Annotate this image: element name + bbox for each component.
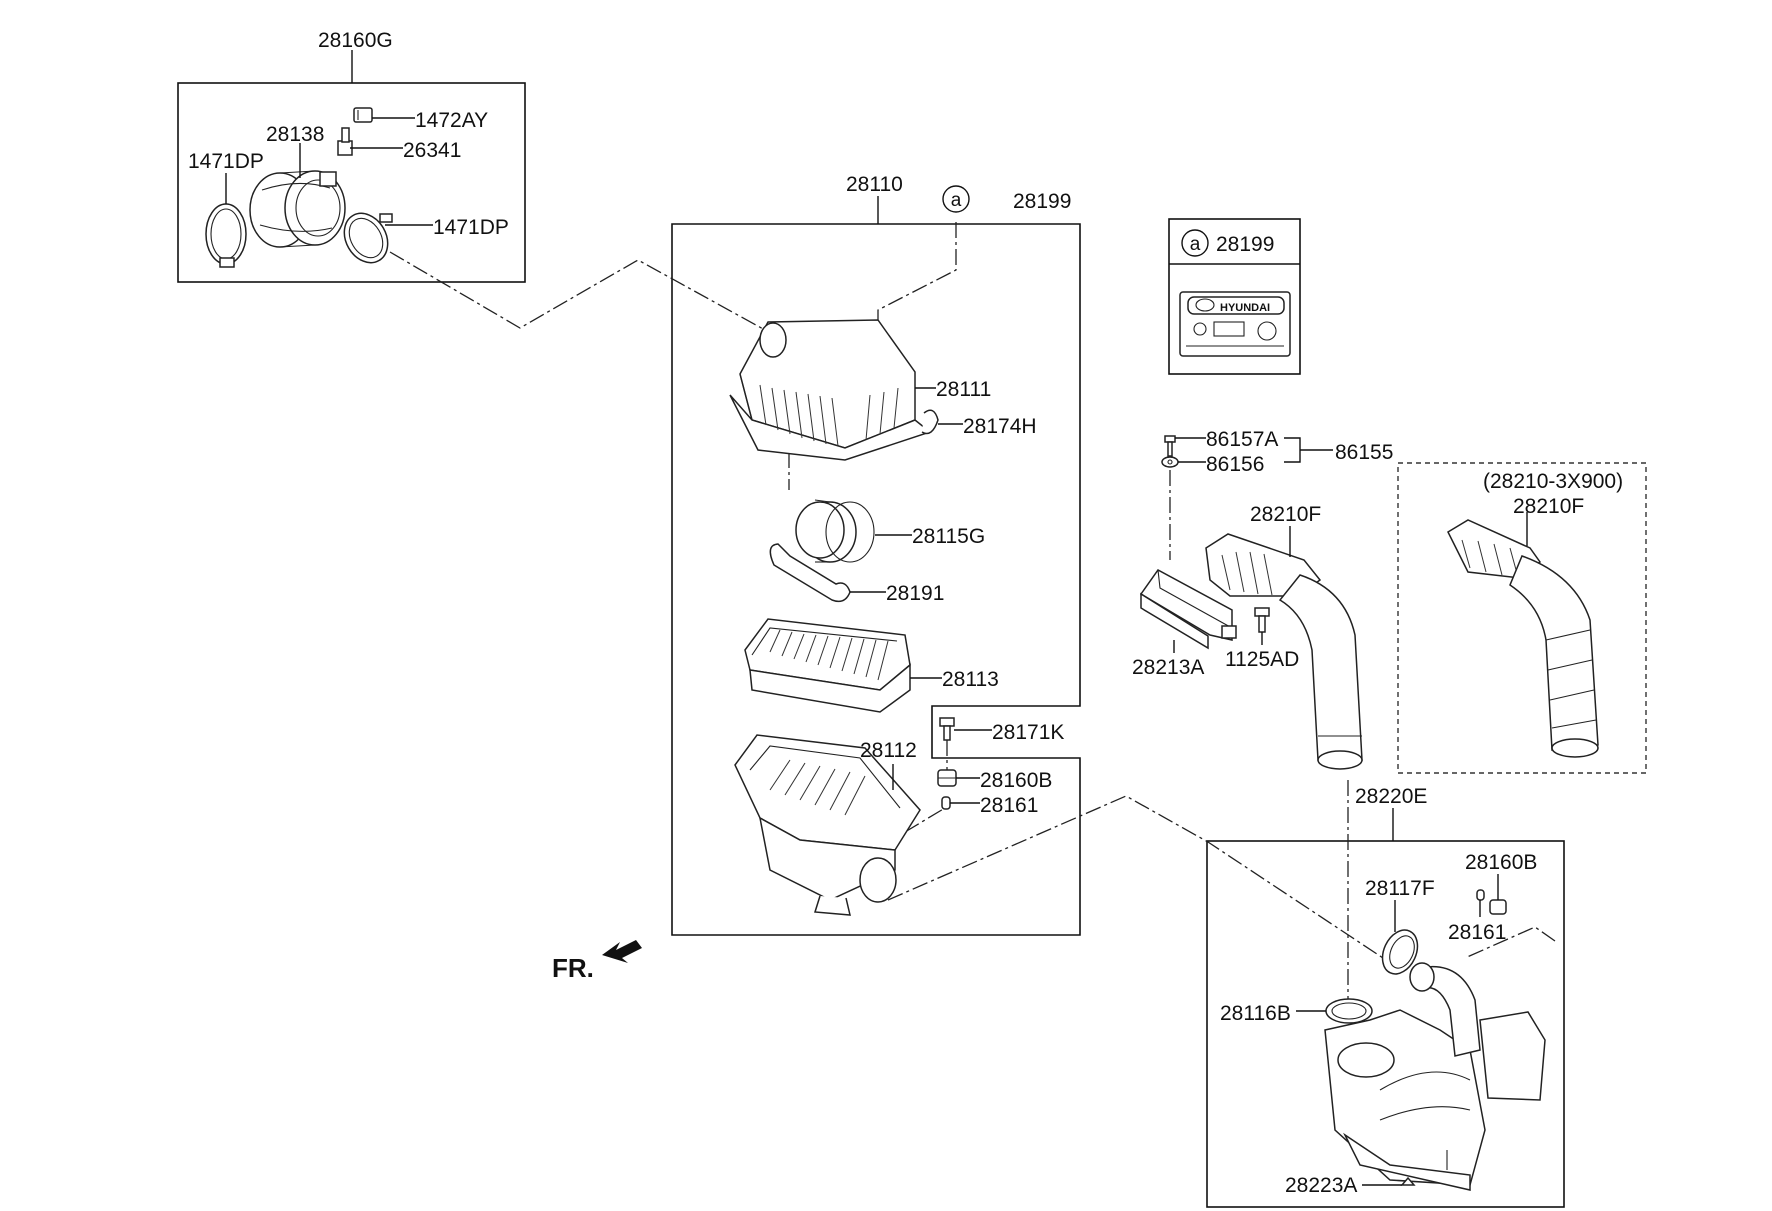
label-28199-legend: 28199 bbox=[1216, 233, 1274, 256]
label-28161-a: 28161 bbox=[980, 794, 1038, 817]
dash-link-28160G bbox=[389, 251, 766, 331]
label-26341: 26341 bbox=[403, 139, 461, 162]
part-28210F-alt-duct bbox=[1447, 519, 1599, 758]
label-1471DP-left: 1471DP bbox=[188, 150, 264, 173]
label-86156: 86156 bbox=[1206, 453, 1264, 476]
part-28161-a bbox=[941, 796, 951, 810]
label-28171K: 28171K bbox=[992, 721, 1064, 744]
part-28138-sensor-body bbox=[249, 170, 346, 248]
label-28160B-a: 28160B bbox=[980, 769, 1052, 792]
label-1125AD: 1125AD bbox=[1225, 648, 1299, 671]
box-28220E bbox=[1206, 840, 1565, 1208]
part-28160B-b bbox=[1489, 899, 1507, 915]
label-28138: 28138 bbox=[266, 123, 324, 146]
legend-brand-text: HYUNDAI bbox=[1220, 302, 1270, 314]
part-28161-b bbox=[1476, 889, 1485, 901]
front-arrow-icon bbox=[602, 940, 642, 963]
leader-lines bbox=[225, 117, 1528, 1186]
part-28174H-clip bbox=[921, 409, 939, 435]
label-28116B: 28116B bbox=[1220, 1002, 1291, 1025]
label-28160B-b: 28160B bbox=[1465, 851, 1537, 874]
part-28171K bbox=[939, 717, 955, 775]
label-28112: 28112 bbox=[860, 739, 917, 762]
ref-a-text-legend: a bbox=[1190, 234, 1201, 255]
label-28210-3X900: (28210-3X900) bbox=[1483, 470, 1623, 493]
part-28220E-resonator bbox=[1324, 962, 1546, 1191]
label-28223A: 28223A bbox=[1285, 1174, 1357, 1197]
box-28199-legend bbox=[1168, 218, 1301, 375]
ref-a-circle-legend bbox=[1181, 229, 1209, 257]
dash-link-lower bbox=[887, 795, 1384, 959]
part-28223A-pin bbox=[1400, 1176, 1416, 1186]
part-28111-upper-cover bbox=[729, 319, 932, 461]
part-clamp-left bbox=[205, 203, 247, 268]
ref-a-circle-top bbox=[942, 185, 970, 213]
part-28112-lower-case bbox=[734, 734, 921, 916]
label-28210F-main: 28210F bbox=[1250, 503, 1321, 526]
part-1125AD bbox=[1254, 607, 1270, 633]
label-28113: 28113 bbox=[942, 668, 999, 691]
label-28220E: 28220E bbox=[1355, 785, 1427, 808]
part-28191-hose bbox=[769, 543, 851, 603]
label-28161-b: 28161 bbox=[1448, 921, 1506, 944]
part-28213A-bracket bbox=[1139, 569, 1237, 650]
label-28213A: 28213A bbox=[1132, 656, 1204, 679]
label-28110: 28110 bbox=[846, 173, 903, 196]
label-1471DP-right: 1471DP bbox=[433, 216, 509, 239]
front-marker-text: FR. bbox=[552, 953, 594, 983]
part-28117F-ring bbox=[1381, 929, 1419, 975]
label-28174H: 28174H bbox=[963, 415, 1037, 438]
label-1472AY: 1472AY bbox=[415, 109, 488, 132]
label-28210F-alt: 28210F bbox=[1513, 495, 1584, 518]
part-1472AY bbox=[353, 107, 373, 123]
label-28160G: 28160G bbox=[318, 29, 393, 52]
part-28160B-a bbox=[937, 769, 957, 787]
label-28199-top: 28199 bbox=[1013, 190, 1071, 213]
label-86157A: 86157A bbox=[1206, 428, 1278, 451]
dash-link-28112 bbox=[904, 807, 946, 833]
part-86156 bbox=[1161, 456, 1179, 468]
label-86155: 86155 bbox=[1335, 441, 1393, 464]
ref-a-text-top: a bbox=[951, 190, 962, 211]
part-clamp-right bbox=[343, 212, 393, 264]
part-28116B-ring bbox=[1325, 998, 1373, 1024]
part-86157A bbox=[1164, 435, 1176, 457]
part-28113-filter bbox=[744, 618, 911, 713]
label-28115G: 28115G bbox=[912, 525, 985, 548]
part-26341 bbox=[337, 127, 353, 156]
box-28110 bbox=[671, 223, 1081, 936]
legend-label-28199: HYUNDAI bbox=[1179, 291, 1291, 357]
part-28115G bbox=[795, 499, 875, 563]
dash-link-right bbox=[1464, 926, 1556, 959]
part-28210F-duct bbox=[1205, 533, 1363, 770]
label-28111: 28111 bbox=[936, 378, 991, 401]
label-28117F: 28117F bbox=[1365, 877, 1435, 900]
label-28191: 28191 bbox=[886, 582, 944, 605]
